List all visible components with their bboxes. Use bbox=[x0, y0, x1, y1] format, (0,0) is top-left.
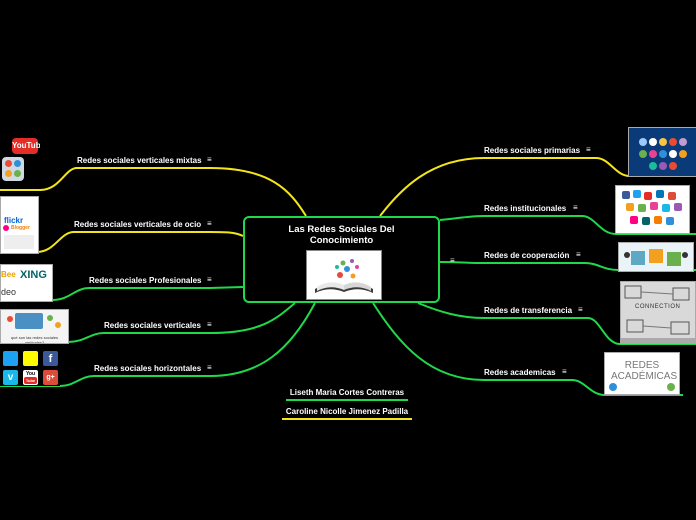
twitter-icon bbox=[3, 351, 18, 366]
academicas-thumbnail: REDES ACADÉMICAS bbox=[604, 352, 680, 395]
topic-academicas[interactable]: Redes academicas bbox=[484, 368, 556, 377]
topic-menu-icon[interactable]: ≡ bbox=[207, 363, 212, 372]
author-name[interactable]: Liseth Maria Cortes Contreras bbox=[289, 388, 405, 397]
topic-transferencia[interactable]: Redes de transferencia bbox=[484, 306, 573, 315]
central-topic-menu-icon[interactable]: ≡ bbox=[450, 256, 455, 265]
topic-verticales-mixtas[interactable]: Redes sociales verticales mixtas bbox=[77, 156, 202, 165]
redes-academicas-title: REDES ACADÉMICAS bbox=[611, 360, 678, 382]
connection-text: CONNECTION bbox=[635, 304, 681, 310]
branch-horizontales bbox=[0, 302, 316, 387]
blogger-logo: Blogger bbox=[11, 225, 30, 231]
cooperacion-thumbnail bbox=[618, 242, 694, 272]
central-topic[interactable]: Las Redes Sociales Del Conocimiento bbox=[243, 216, 440, 303]
topic-profesionales[interactable]: Redes sociales Profesionales bbox=[89, 276, 202, 285]
topic-verticales-ocio[interactable]: Redes sociales verticales de ocio bbox=[74, 220, 202, 229]
branch-cooperacion bbox=[439, 261, 696, 271]
viadeo-logo: deo bbox=[1, 287, 17, 297]
social-apps-icon bbox=[2, 157, 24, 181]
topic-cooperacion[interactable]: Redes de cooperación bbox=[484, 251, 570, 260]
central-topic-title: Las Redes Sociales Del Conocimiento bbox=[288, 224, 395, 246]
author-underline bbox=[282, 418, 412, 420]
topic-menu-icon[interactable]: ≡ bbox=[586, 145, 591, 154]
open-book-image bbox=[306, 250, 382, 300]
topic-menu-icon[interactable]: ≡ bbox=[578, 305, 583, 314]
branch-institucionales bbox=[439, 215, 696, 235]
flickr-dot-icon bbox=[3, 225, 9, 231]
topic-menu-icon[interactable]: ≡ bbox=[207, 219, 212, 228]
topic-menu-icon[interactable]: ≡ bbox=[207, 155, 212, 164]
author-name[interactable]: Caroline Nicolle Jimenez Padilla bbox=[285, 407, 409, 416]
vine-icon: v bbox=[3, 370, 18, 385]
topic-institucionales[interactable]: Redes institucionales bbox=[484, 204, 567, 213]
branch-profesionales bbox=[0, 286, 244, 301]
facebook-icon: f bbox=[43, 351, 58, 366]
topic-horizontales[interactable]: Redes sociales horizontales bbox=[94, 364, 202, 373]
topic-menu-icon[interactable]: ≡ bbox=[207, 320, 212, 329]
branch-verticales-mixtas bbox=[0, 167, 307, 217]
horizontal-networks-thumbnail: f v You Tube g+ bbox=[0, 349, 60, 386]
branch-transferencia bbox=[417, 302, 696, 345]
topic-menu-icon[interactable]: ≡ bbox=[562, 367, 567, 376]
network-nodes-icon bbox=[639, 138, 687, 170]
branch-primarias bbox=[379, 157, 696, 217]
topic-menu-icon[interactable]: ≡ bbox=[207, 275, 212, 284]
flickr-blogger-thumbnail: flickr Blogger bbox=[0, 196, 39, 254]
branch-verticales bbox=[0, 302, 296, 343]
verticales-thumbnail: qué son las redes sociales verticales? bbox=[0, 309, 69, 344]
book-illustration-icon bbox=[315, 259, 373, 293]
branch-academicas bbox=[372, 302, 683, 396]
branch-verticales-ocio bbox=[0, 231, 244, 253]
professional-networks-thumbnail: Bee XING deo bbox=[0, 264, 53, 302]
social-logos-cloud-icon bbox=[622, 190, 682, 225]
google-plus-icon: g+ bbox=[43, 370, 58, 385]
youtube-small-icon: You Tube bbox=[23, 370, 38, 385]
institucionales-thumbnail bbox=[615, 185, 690, 234]
author-underline bbox=[286, 399, 408, 401]
thumbnail-caption: qué son las redes sociales verticales? bbox=[10, 335, 59, 344]
topic-menu-icon[interactable]: ≡ bbox=[576, 250, 581, 259]
teamwork-puzzle-icon bbox=[624, 249, 688, 266]
topic-menu-icon[interactable]: ≡ bbox=[573, 203, 578, 212]
snapchat-icon bbox=[23, 351, 38, 366]
transferencia-thumbnail: CONNECTION bbox=[620, 281, 696, 344]
laptop-icon bbox=[15, 313, 43, 329]
xing-logo: XING bbox=[20, 269, 47, 281]
flickr-logo: flickr bbox=[4, 216, 24, 225]
topic-verticales[interactable]: Redes sociales verticales bbox=[104, 321, 201, 330]
connection-sketch-icon bbox=[621, 285, 695, 343]
primarias-thumbnail bbox=[628, 127, 696, 177]
topic-primarias[interactable]: Redes sociales primarias bbox=[484, 146, 581, 155]
